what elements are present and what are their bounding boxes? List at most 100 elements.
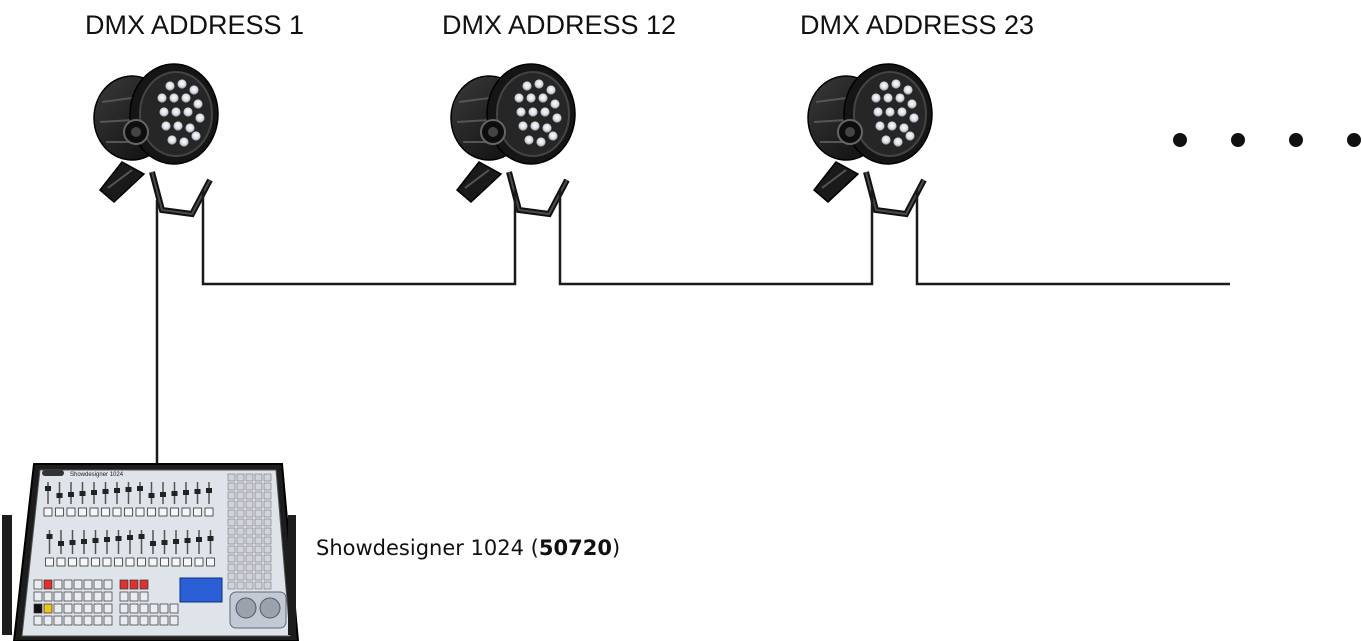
console-key [103,615,113,626]
console-key [254,491,263,500]
cable-fixture-3-out [915,190,1230,286]
console-key [254,563,263,572]
fader-button [148,557,158,567]
console-key [245,473,254,482]
fader-knob [102,489,109,494]
console-key [93,591,103,602]
console-key [254,482,263,491]
console-key [263,482,272,491]
console-key [227,509,236,518]
console-key [73,615,83,626]
fader-knob [207,536,214,541]
fader-knob [125,487,132,492]
console-key [254,545,263,554]
fader-knob [184,538,191,543]
console-key [227,581,236,590]
fader-knob [196,537,202,542]
fader-button [89,507,99,517]
fader-button [183,557,192,567]
console-key [43,603,53,614]
console-key [63,591,73,602]
console-key [245,545,254,554]
console-key [236,509,245,518]
console-key [93,615,103,626]
console-key [236,563,245,572]
fader-button [91,557,100,567]
fader-knob [92,538,99,543]
console-key [263,509,272,518]
console-key [227,527,236,536]
par-fixture-1 [94,64,218,214]
console-key [169,615,179,626]
fader-knob [79,491,86,496]
console-key [245,482,254,491]
console-key [245,527,254,536]
fader-knob [160,492,166,497]
console-key [236,500,245,509]
console-key [103,603,113,614]
console-key [263,527,272,536]
console-key [83,591,93,602]
console-key [263,563,272,572]
fader-button [79,557,89,567]
console-key [53,591,63,602]
console-caption-prefix: Showdesigner 1024 ( [316,536,539,560]
console-key [53,615,63,626]
par-fixture-3 [808,64,932,214]
fader-button [135,507,145,517]
console-key [83,615,93,626]
console-key [33,615,43,626]
console-key [254,509,263,518]
fader-button [193,507,202,517]
fader-button [158,507,168,517]
console-key [159,615,169,626]
console-key [139,615,149,626]
console-key [245,491,254,500]
fader-button [114,557,123,567]
fader-knob [194,489,201,494]
continuation-dot [1347,133,1361,147]
console-key [254,581,263,590]
console-wheel-left [235,597,257,619]
continuation-dot [1289,133,1303,147]
fader-button [68,557,77,567]
fixture-2-address-label: DMX ADDRESS 12 [442,10,677,40]
fader-banks [43,482,215,567]
console-key [236,572,245,581]
console-key [236,473,245,482]
console-key [73,591,83,602]
console-key [263,473,272,482]
fader-knob [45,486,51,491]
console-key [254,473,263,482]
console-key [254,554,263,563]
fixture-1-address-label: DMX ADDRESS 1 [85,10,305,40]
console-key [245,554,254,563]
console-key [236,482,245,491]
console-key [227,536,236,545]
fader-knob [150,541,156,546]
showdesigner-console: Showdesigner 1024 [2,463,300,641]
fader-button [102,557,112,567]
console-key [263,572,272,581]
dmx-cables [155,190,1230,466]
fader-knob [68,492,74,497]
fader-button [43,507,53,517]
fader-button [171,557,181,567]
fader-knob [104,537,110,542]
fader-button [206,557,215,567]
cable-fixture-1-to-2 [201,190,517,286]
console-key [245,581,254,590]
fader-button [181,507,191,517]
console-key [73,603,83,614]
fader-knob [138,534,145,539]
fader-button [204,507,214,517]
fader-button [55,507,64,517]
console-key [254,527,263,536]
console-key [236,527,245,536]
console-key [169,603,179,614]
fader-knob [81,539,87,544]
fader-knob [114,488,120,493]
console-key [254,536,263,545]
fader-button [194,557,204,567]
